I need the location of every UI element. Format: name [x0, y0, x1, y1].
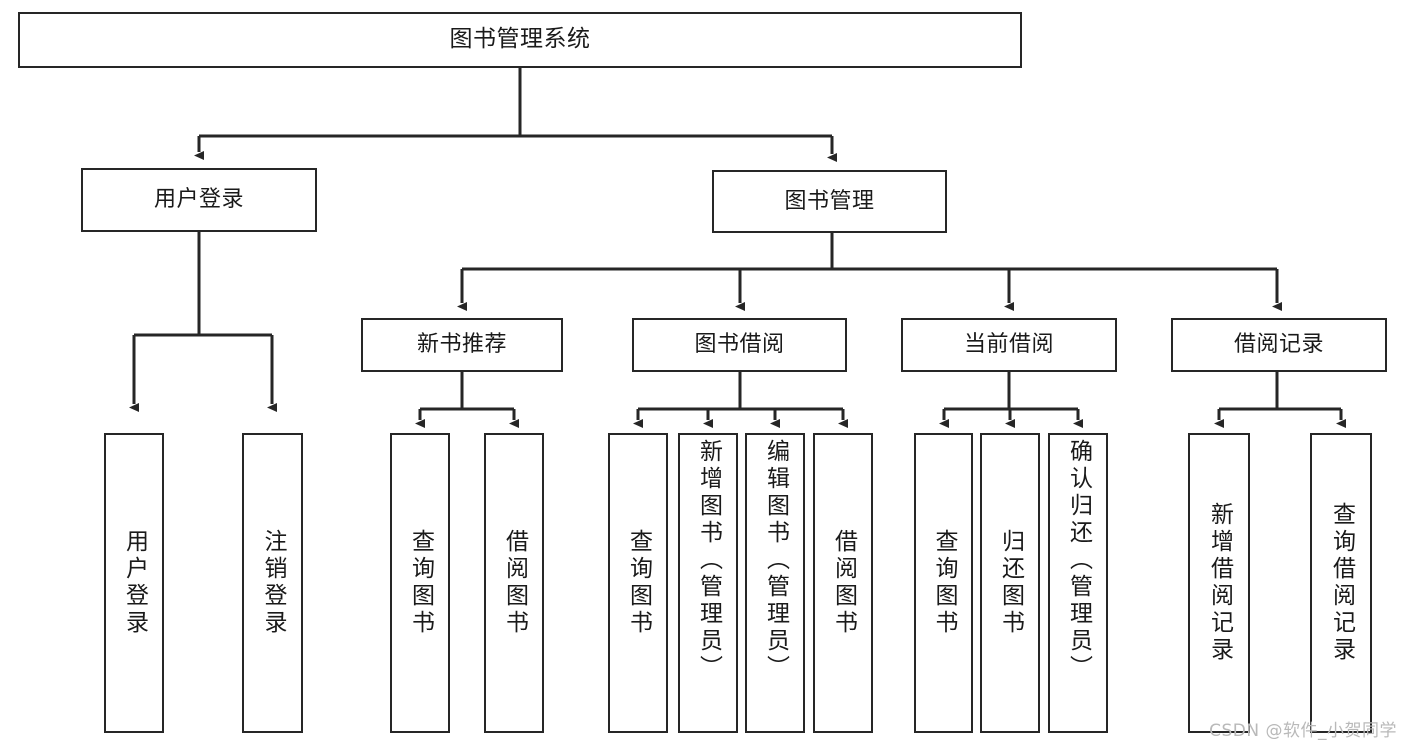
- leaf-query-book-recommend[interactable]: 查询图书: [390, 433, 450, 733]
- leaf-query-book-borrow[interactable]: 查询图书: [608, 433, 668, 733]
- leaf-user-login-label: 用户登录: [121, 529, 148, 637]
- node-borrow-record[interactable]: 借阅记录: [1171, 318, 1387, 372]
- leaf-borrow-book-recommend-label: 借阅图书: [501, 529, 528, 637]
- node-user-login[interactable]: 用户登录: [81, 168, 317, 232]
- leaf-add-book[interactable]: 新增图书（管理员）: [678, 433, 738, 733]
- leaf-confirm-return[interactable]: 确认归还（管理员）: [1048, 433, 1108, 733]
- leaf-add-borrow-record[interactable]: 新增借阅记录: [1188, 433, 1250, 733]
- leaf-user-logout-label: 注销登录: [260, 529, 286, 637]
- node-book-borrow-label: 图书借阅: [694, 332, 785, 358]
- node-book-borrow[interactable]: 图书借阅: [632, 318, 847, 372]
- leaf-borrow-book-borrow[interactable]: 借阅图书: [813, 433, 873, 733]
- node-user-login-label: 用户登录: [153, 187, 244, 213]
- leaf-user-logout[interactable]: 注销登录: [242, 433, 303, 733]
- leaf-query-book-current-label: 查询图书: [931, 529, 957, 637]
- leaf-query-borrow-record-label: 查询借阅记录: [1328, 502, 1355, 664]
- leaf-add-book-label: 新增图书（管理员）: [695, 439, 722, 682]
- node-book-management-label: 图书管理: [784, 188, 875, 214]
- node-current-borrow-label: 当前借阅: [963, 332, 1054, 358]
- node-new-book-recommend-label: 新书推荐: [416, 332, 507, 358]
- node-current-borrow[interactable]: 当前借阅: [901, 318, 1117, 372]
- leaf-query-book-recommend-label: 查询图书: [407, 529, 434, 637]
- leaf-query-borrow-record[interactable]: 查询借阅记录: [1310, 433, 1372, 733]
- node-book-management[interactable]: 图书管理: [712, 170, 947, 233]
- leaf-borrow-book-borrow-label: 借阅图书: [830, 529, 857, 637]
- leaf-user-login[interactable]: 用户登录: [104, 433, 164, 733]
- node-new-book-recommend[interactable]: 新书推荐: [361, 318, 563, 372]
- node-borrow-record-label: 借阅记录: [1233, 332, 1324, 358]
- leaf-borrow-book-recommend[interactable]: 借阅图书: [484, 433, 544, 733]
- leaf-query-book-borrow-label: 查询图书: [625, 529, 652, 637]
- csdn-watermark: CSDN @软件_小贺同学: [1209, 721, 1397, 741]
- node-root-label: 图书管理系统: [449, 26, 591, 53]
- leaf-confirm-return-label: 确认归还（管理员）: [1065, 439, 1092, 682]
- leaf-add-borrow-record-label: 新增借阅记录: [1206, 502, 1233, 664]
- leaf-edit-book[interactable]: 编辑图书（管理员）: [745, 433, 805, 733]
- leaf-return-book[interactable]: 归还图书: [980, 433, 1040, 733]
- node-root-book-management-system[interactable]: 图书管理系统: [18, 12, 1022, 68]
- leaf-edit-book-label: 编辑图书（管理员）: [762, 439, 789, 682]
- leaf-return-book-label: 归还图书: [997, 529, 1024, 637]
- leaf-query-book-current[interactable]: 查询图书: [914, 433, 973, 733]
